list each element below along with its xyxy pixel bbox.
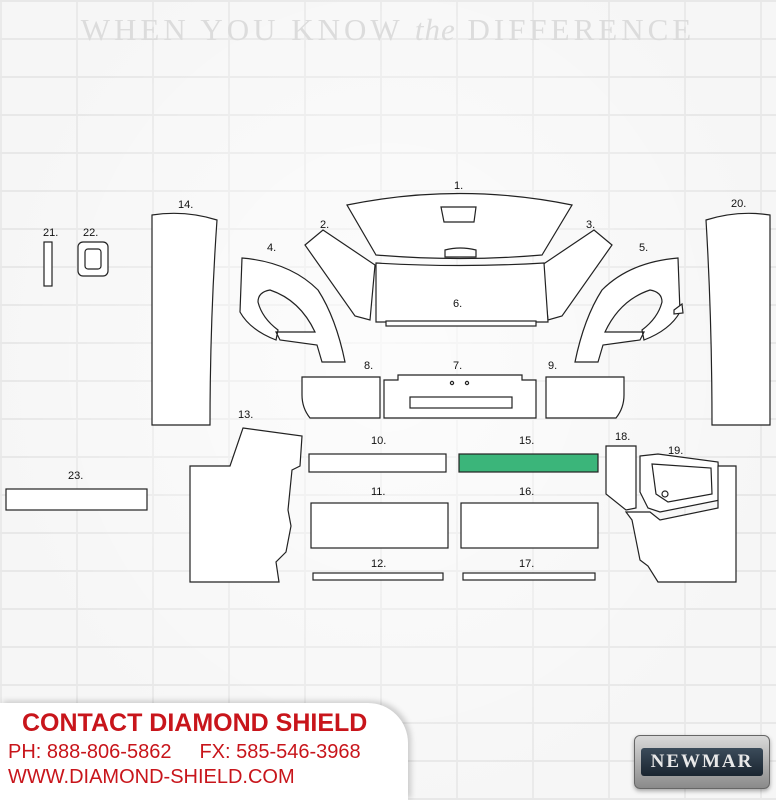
part-16-shape[interactable] <box>460 502 599 549</box>
tagline-after: DIFFERENCE <box>467 12 696 47</box>
phone-number[interactable]: PH: 888-806-5862 <box>8 741 172 763</box>
part-label: 15. <box>519 435 534 447</box>
part-19-hole <box>661 490 669 498</box>
part-7-slot <box>409 396 513 409</box>
contact-numbers: PH: 888-806-5862 FX: 585-546-3968 <box>8 741 361 764</box>
part-label: 16. <box>519 486 534 498</box>
part-label: 2. <box>320 219 329 231</box>
part-2-shape[interactable] <box>304 229 376 321</box>
part-label: 14. <box>178 199 193 211</box>
part-label: 11. <box>371 486 385 498</box>
part-14-shape[interactable] <box>151 212 218 426</box>
part-12-shape[interactable] <box>312 572 444 581</box>
part-17-shape[interactable] <box>462 572 596 581</box>
part-19-lower <box>624 465 737 583</box>
part-label: 10. <box>371 435 386 447</box>
part-5-tab <box>673 302 684 315</box>
part-label: 17. <box>519 558 534 570</box>
part-6-strip <box>385 320 537 327</box>
part-label: 9. <box>548 360 557 372</box>
part-label: 20. <box>731 198 746 210</box>
part-18-shape[interactable] <box>605 445 637 511</box>
contact-panel: CONTACT DIAMOND SHIELD PH: 888-806-5862 F… <box>0 703 408 800</box>
part-label: 13. <box>238 409 253 421</box>
part-21-shape[interactable] <box>43 241 53 287</box>
part-7-hole-right <box>464 380 470 386</box>
newmar-logo: NEWMAR <box>634 735 770 789</box>
tagline-italic: the <box>414 12 456 47</box>
part-label: 21. <box>43 227 58 239</box>
part-5-shape[interactable] <box>574 257 681 363</box>
part-7-hole-left <box>449 380 455 386</box>
part-label: 3. <box>586 219 595 231</box>
part-22-cutout <box>84 248 102 270</box>
part-label: 18. <box>615 431 630 443</box>
tagline-before: WHEN YOU KNOW <box>80 12 404 47</box>
part-23-shape[interactable] <box>5 488 148 511</box>
part-1-cutout-top <box>440 206 477 223</box>
part-label: 7. <box>453 360 462 372</box>
logo-text: NEWMAR <box>650 751 754 772</box>
logo-plate: NEWMAR <box>641 748 763 776</box>
part-9-shape[interactable] <box>545 376 625 419</box>
part-4-shape[interactable] <box>239 257 346 363</box>
part-label: 8. <box>364 360 373 372</box>
part-8-shape[interactable] <box>301 376 381 419</box>
part-11-shape[interactable] <box>310 502 449 549</box>
contact-title: CONTACT DIAMOND SHIELD <box>22 709 368 737</box>
part-label: 1. <box>454 180 463 192</box>
part-15-shape[interactable] <box>458 453 599 473</box>
part-6-shape[interactable] <box>375 262 549 323</box>
part-10-shape[interactable] <box>308 453 447 473</box>
tagline: WHEN YOU KNOW the DIFFERENCE <box>0 12 776 48</box>
part-label: 6. <box>453 298 462 310</box>
part-label: 22. <box>83 227 98 239</box>
part-labels: 1. 2. 3. 4. 5. 6. 7. 8. 9. 10. 11. 12. 1… <box>43 180 746 570</box>
part-label: 12. <box>371 558 386 570</box>
part-20-shape[interactable] <box>705 212 771 426</box>
part-label: 19. <box>668 445 683 457</box>
part-label: 5. <box>639 242 648 254</box>
part-1-cutout-bottom <box>444 247 477 258</box>
part-13-shape[interactable] <box>189 427 303 583</box>
part-label: 4. <box>267 242 276 254</box>
part-1-shape[interactable] <box>346 192 573 260</box>
fax-number: FX: 585-546-3968 <box>199 741 361 763</box>
part-label: 23. <box>68 470 83 482</box>
website-link[interactable]: WWW.DIAMOND-SHIELD.COM <box>8 766 295 788</box>
